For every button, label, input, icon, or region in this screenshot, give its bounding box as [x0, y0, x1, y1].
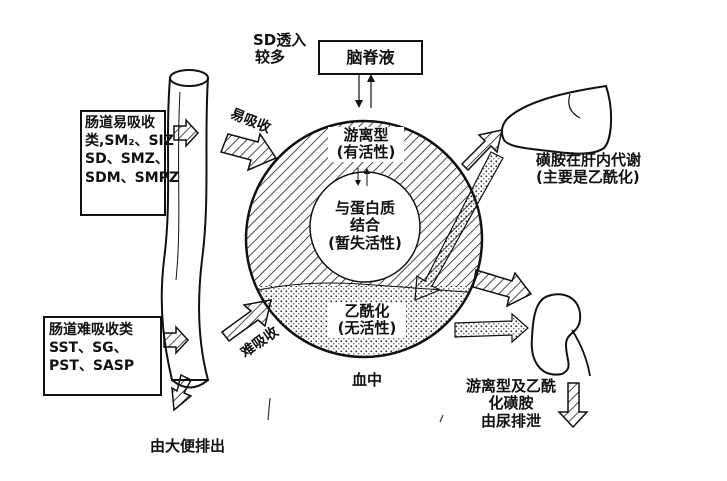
- csf-label: 脑脊液: [346, 48, 395, 67]
- protein-bound-line3: (暂失活性): [328, 233, 402, 252]
- easy-box-line2: 类,SM₂、SIZ: [85, 133, 174, 150]
- easy-box-line3: SD、SMZ、: [85, 151, 169, 168]
- liver-note: 磺胺在肝内代谢 (主要是乙酰化): [536, 151, 642, 187]
- liver-icon: [500, 84, 613, 155]
- acetylated-line1: 乙酰化: [328, 302, 406, 321]
- csf-box: 脑脊液: [318, 40, 423, 75]
- acetylated-line2: (无活性): [328, 319, 406, 338]
- easy-box-line1: 肠道易吸收: [85, 115, 155, 131]
- hatched-arrow-icon: [163, 118, 589, 429]
- intestine-tube-icon: [160, 69, 210, 389]
- easy-absorb-box: 肠道易吸收 类,SM₂、SIZ SD、SMZ、 SDM、SMPZ: [80, 110, 180, 216]
- free-form-label: 游离型 (有活性): [328, 126, 404, 162]
- liver-note-line2: (主要是乙酰化): [536, 168, 640, 187]
- hard-box-line3: PST、SASP: [49, 358, 135, 375]
- free-form-line1: 游离型: [343, 126, 389, 144]
- acetylated-label: 乙酰化 (无活性): [328, 302, 406, 338]
- urine-note-line1: 游离型及乙酰: [465, 377, 556, 395]
- hard-box-line1: 肠道难吸收类: [49, 322, 133, 338]
- hard-absorb-box: 肠道难吸收类 SST、SG、 PST、SASP: [43, 316, 162, 396]
- protein-bound-label: 与蛋白质 结合 (暂失活性): [318, 199, 412, 252]
- csf-note-line1: SD透入: [253, 31, 307, 49]
- protein-bound-line1: 与蛋白质: [334, 199, 395, 217]
- csf-penetration-note: SD透入 较多: [253, 31, 307, 67]
- protein-bound-line2: 结合: [349, 216, 380, 235]
- dotted-arrow-icon: [414, 151, 529, 344]
- feces-label: 由大便排出: [150, 437, 226, 455]
- urine-note-line3: 由尿排泄: [480, 411, 541, 430]
- liver-note-line1: 磺胺在肝内代谢: [536, 151, 642, 169]
- urine-note: 游离型及乙酰 化磺胺 由尿排泄: [456, 377, 566, 430]
- csf-note-line2: 较多: [255, 48, 286, 67]
- urine-note-line2: 化磺胺: [488, 394, 534, 413]
- blood-label: 血中: [352, 371, 383, 389]
- kidney-icon: [530, 293, 591, 377]
- hard-box-line2: SST、SG、: [49, 340, 128, 357]
- free-form-line2: (有活性): [336, 143, 396, 162]
- easy-box-line4: SDM、SMPZ: [85, 169, 180, 186]
